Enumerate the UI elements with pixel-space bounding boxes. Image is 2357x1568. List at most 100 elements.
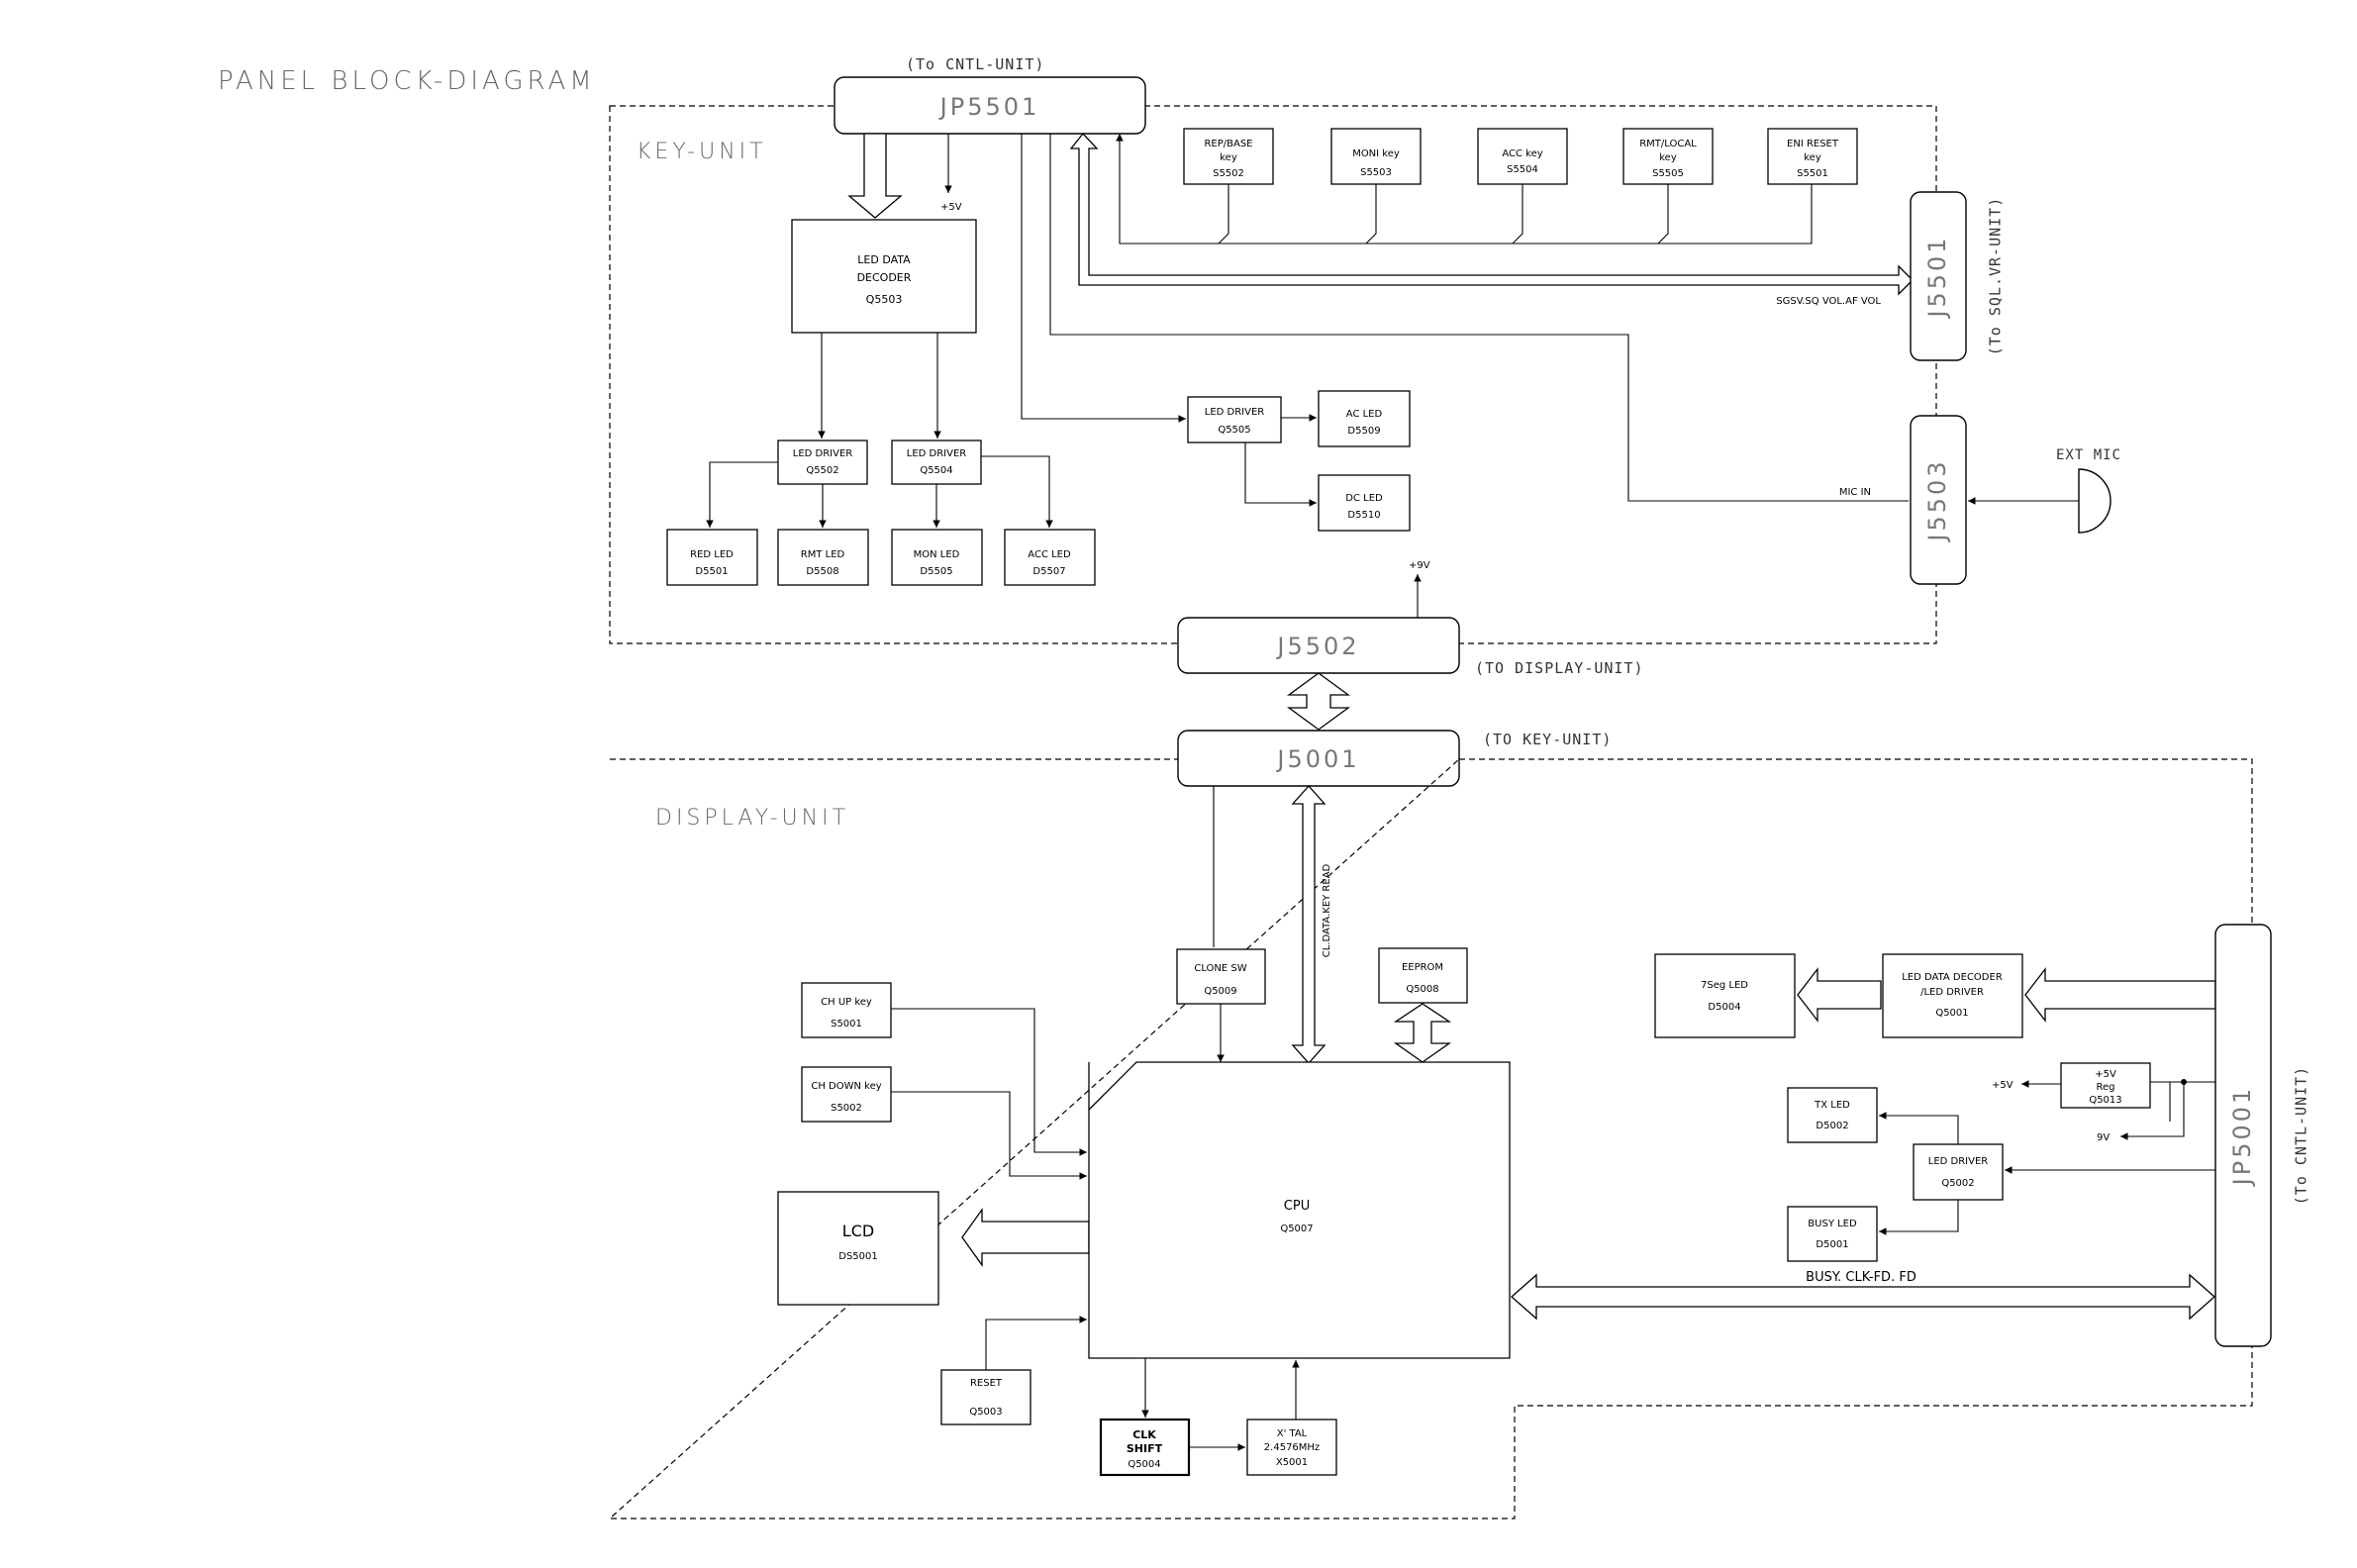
wire-key3: [1512, 184, 1523, 245]
bus-arrow-j5502-j5001: [1287, 672, 1350, 731]
wire-to-acc-led: [981, 455, 1053, 528]
driver-right-ref: Q5504: [920, 465, 952, 476]
key-acc-ref: S5504: [1507, 164, 1538, 175]
led-driver-right-block: [891, 440, 982, 485]
led-driver-ac-block: [1187, 396, 1282, 443]
ext-mic-icon: [2078, 468, 2111, 534]
rmt-led-block: [777, 529, 869, 586]
clone-sw-ref: Q5009: [1204, 986, 1236, 997]
wire-key4: [1657, 184, 1669, 245]
reset-block: [940, 1369, 1031, 1425]
connector-j5001: [1177, 730, 1460, 787]
eeprom-ref: Q5008: [1406, 984, 1438, 995]
ac-led-label: AC LED: [1346, 409, 1383, 420]
j5502-note: (TO DISPLAY-UNIT): [1475, 659, 1644, 677]
seven-seg-ref: D5004: [1708, 1002, 1740, 1013]
ac-led-block: [1318, 390, 1411, 447]
seven-seg-led-block: [1654, 953, 1796, 1038]
dc-led-ref: D5510: [1347, 510, 1380, 521]
ch-up-key-block: [801, 982, 892, 1038]
j5501-note: (To SQL.VR-UNIT): [1987, 197, 2005, 356]
lcd-ref: DS5001: [838, 1251, 878, 1262]
connector-jp5001: [2214, 924, 2272, 1347]
key-rmt-local-l1: RMT/LOCAL: [1639, 139, 1697, 149]
vol-signal-label: SGSV.SQ VOL.AF VOL: [1776, 296, 1881, 307]
xtal-l2: 2.4576MHz: [1264, 1442, 1320, 1453]
wire-key-bus: [1116, 134, 1813, 245]
busy-led-label: BUSY LED: [1808, 1219, 1857, 1229]
led-driver-q5002-block: [1913, 1143, 2004, 1201]
driver-ac-ref: Q5505: [1218, 425, 1250, 436]
xtal-ref: X5001: [1276, 1457, 1308, 1468]
key-moni: [1330, 128, 1422, 185]
led-driver-left-block: [777, 440, 868, 485]
decoder-line1: LED DATA: [857, 253, 911, 266]
busy-bus-label: BUSY. CLK-FD. FD: [1806, 1270, 1916, 1285]
connector-j5501: [1910, 191, 1967, 361]
wire-driver-to-busy-led: [1879, 1200, 1959, 1235]
decoder-line2: DECODER: [857, 271, 912, 284]
clk-shift-ref: Q5004: [1128, 1459, 1160, 1470]
key-eni-reset-ref: S5501: [1797, 168, 1828, 179]
cpu-ref: Q5007: [1280, 1224, 1313, 1234]
driver-left-ref: Q5502: [806, 465, 838, 476]
key-eni-reset-l2: key: [1804, 152, 1821, 163]
key-rep-base-l1: REP/BASE: [1204, 139, 1252, 149]
connector-jp5001-label: JP5001: [2228, 1086, 2256, 1188]
clk-shift-l1: CLK: [1132, 1428, 1156, 1441]
key-rmt-local: [1622, 128, 1714, 185]
led-decoder-ref: Q5001: [1935, 1008, 1968, 1019]
reg-ref: Q5013: [2089, 1095, 2121, 1106]
jp5501-top-note: (To CNTL-UNIT): [906, 55, 1044, 73]
nine-v-label: 9V: [2097, 1132, 2110, 1143]
mic-in-label: MIC IN: [1839, 487, 1871, 498]
ext-mic-label: EXT MIC: [2056, 447, 2121, 463]
wire-driver-to-tx-led: [1879, 1112, 1959, 1144]
key-eni-reset: [1767, 128, 1858, 185]
acc-led-ref: D5507: [1032, 566, 1065, 577]
led-data-decoder-block: [791, 219, 977, 334]
key-moni-ref: S5503: [1360, 167, 1392, 178]
plus5v-reg-block: [2060, 1062, 2151, 1109]
decoder-ref: Q5503: [866, 293, 903, 306]
busy-led-block: [1787, 1206, 1878, 1262]
bus-arrow-to-led-decoder: [2024, 967, 2216, 1023]
wire-ch-down-to-cpu: [891, 1091, 1087, 1180]
bus-arrow-eeprom: [1393, 1003, 1452, 1063]
clk-shift-l2: SHIFT: [1127, 1442, 1163, 1455]
ch-up-ref: S5001: [831, 1019, 862, 1029]
acc-led-block: [1004, 529, 1096, 586]
key-unit-label: KEY-UNIT: [637, 140, 767, 164]
bus-arrow-to-seven-seg: [1797, 967, 1882, 1023]
tx-led-block: [1787, 1087, 1878, 1143]
display-unit-boundary: [608, 758, 2253, 1519]
ac-led-ref: D5509: [1347, 426, 1380, 437]
key-acc: [1477, 128, 1568, 185]
key-switches: REP/BASE key S5502 MONI key S5503 ACC ke…: [1116, 128, 1858, 245]
led-driver-ref: Q5002: [1941, 1178, 1974, 1189]
display-unit-label: DISPLAY-UNIT: [655, 806, 849, 831]
key-moni-l1: MONI key: [1352, 148, 1400, 159]
red-led-ref: D5501: [695, 566, 728, 577]
rmt-led-ref: D5508: [806, 566, 838, 577]
key-rmt-local-l2: key: [1659, 152, 1677, 163]
reg-l1: +5V: [2095, 1069, 2116, 1080]
led-data-decoder-driver-block: [1882, 953, 2023, 1038]
eeprom-block: [1378, 947, 1468, 1004]
diagram-title: PANEL BLOCK-DIAGRAM: [218, 66, 596, 96]
clone-sw-block: [1176, 948, 1266, 1005]
key-acc-l1: ACC key: [1502, 148, 1542, 159]
connector-j5001-label: J5001: [1275, 745, 1359, 773]
seven-seg-label: 7Seg LED: [1701, 980, 1748, 991]
driver-right-label: LED DRIVER: [907, 448, 967, 459]
busy-led-ref: D5001: [1816, 1239, 1848, 1250]
lcd-label: LCD: [842, 1222, 874, 1240]
bus-arrow-cpu-to-lcd: [961, 1207, 1090, 1268]
connector-j5503-label: J5503: [1923, 458, 1951, 542]
tx-led-label: TX LED: [1814, 1100, 1850, 1111]
plus5v-out-label: +5V: [1992, 1080, 2013, 1091]
clone-sw-label: CLONE SW: [1194, 963, 1246, 974]
driver-left-label: LED DRIVER: [793, 448, 853, 459]
key-rmt-local-ref: S5505: [1652, 168, 1684, 179]
